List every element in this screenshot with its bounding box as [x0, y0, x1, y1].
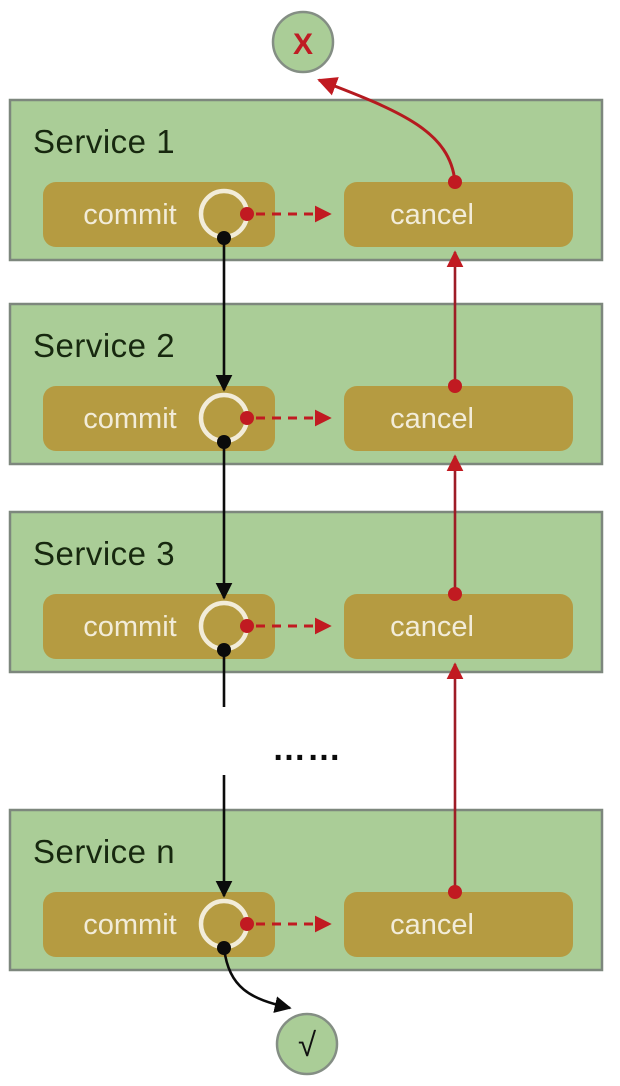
service-n-commit-box: [43, 892, 275, 957]
service-n-cancel-label: cancel: [390, 909, 474, 941]
rollback-flow-lines: [317, 77, 464, 892]
service-2-commit-box: [43, 386, 275, 451]
forward-arrow-sn-success: [222, 947, 292, 1013]
service-2-cancel-label: cancel: [390, 403, 474, 435]
failure-circle-icon: [271, 10, 335, 74]
service-n-compensate-port-dot: [240, 917, 254, 931]
compensate-arrows: [256, 205, 332, 933]
service-3-cancel-top-dot: [448, 587, 462, 601]
service-panel-2: Service 2 commit cancel: [8, 302, 604, 466]
service-2-cancel-box: [344, 386, 573, 451]
service-2-compensate-port-dot: [240, 411, 254, 425]
success-circle-icon: [275, 1012, 339, 1076]
service-2-cancel-top-dot: [448, 379, 462, 393]
service-panel-3: Service 3 commit cancel: [8, 510, 604, 674]
service-n-forward-port-dot: [217, 941, 231, 955]
service-2-title: Service 2: [33, 327, 175, 364]
service-3-forward-port-dot: [217, 643, 231, 657]
service-1-cancel-box: [344, 182, 573, 247]
rollback-arrow-s1-failure: [317, 77, 457, 183]
forward-flow-lines: [215, 238, 292, 1013]
service-3-cancel-label: cancel: [390, 611, 474, 643]
port-dots: [217, 175, 462, 955]
service-3-commit-label: commit: [83, 611, 176, 643]
service-1-title: Service 1: [33, 123, 175, 160]
service-n-commit-label: commit: [83, 909, 176, 941]
service-1-commit-label: commit: [83, 199, 176, 231]
service-1-forward-port-dot: [217, 231, 231, 245]
service-3-cancel-box: [344, 594, 573, 659]
service-3-commit-box: [43, 594, 275, 659]
service-1-commit-box: [43, 182, 275, 247]
service-3-title: Service 3: [33, 535, 175, 572]
success-label: √: [298, 1026, 317, 1063]
service-2-forward-port-dot: [217, 435, 231, 449]
failure-label: X: [293, 28, 313, 61]
service-1-compensate-port-dot: [240, 207, 254, 221]
failure-node: X: [271, 10, 335, 74]
service-1-cancel-label: cancel: [390, 199, 474, 231]
more-services-ellipsis: ……: [272, 730, 342, 768]
service-3-compensate-port-dot: [240, 619, 254, 633]
service-2-commit-label: commit: [83, 403, 176, 435]
service-n-cancel-box: [344, 892, 573, 957]
success-node: √: [275, 1012, 339, 1076]
service-panel-1: Service 1 commit cancel: [8, 98, 604, 262]
service-1-cancel-top-dot: [448, 175, 462, 189]
service-panel-n: Service n commit cancel: [8, 808, 604, 972]
service-n-cancel-top-dot: [448, 885, 462, 899]
service-n-title: Service n: [33, 833, 175, 870]
